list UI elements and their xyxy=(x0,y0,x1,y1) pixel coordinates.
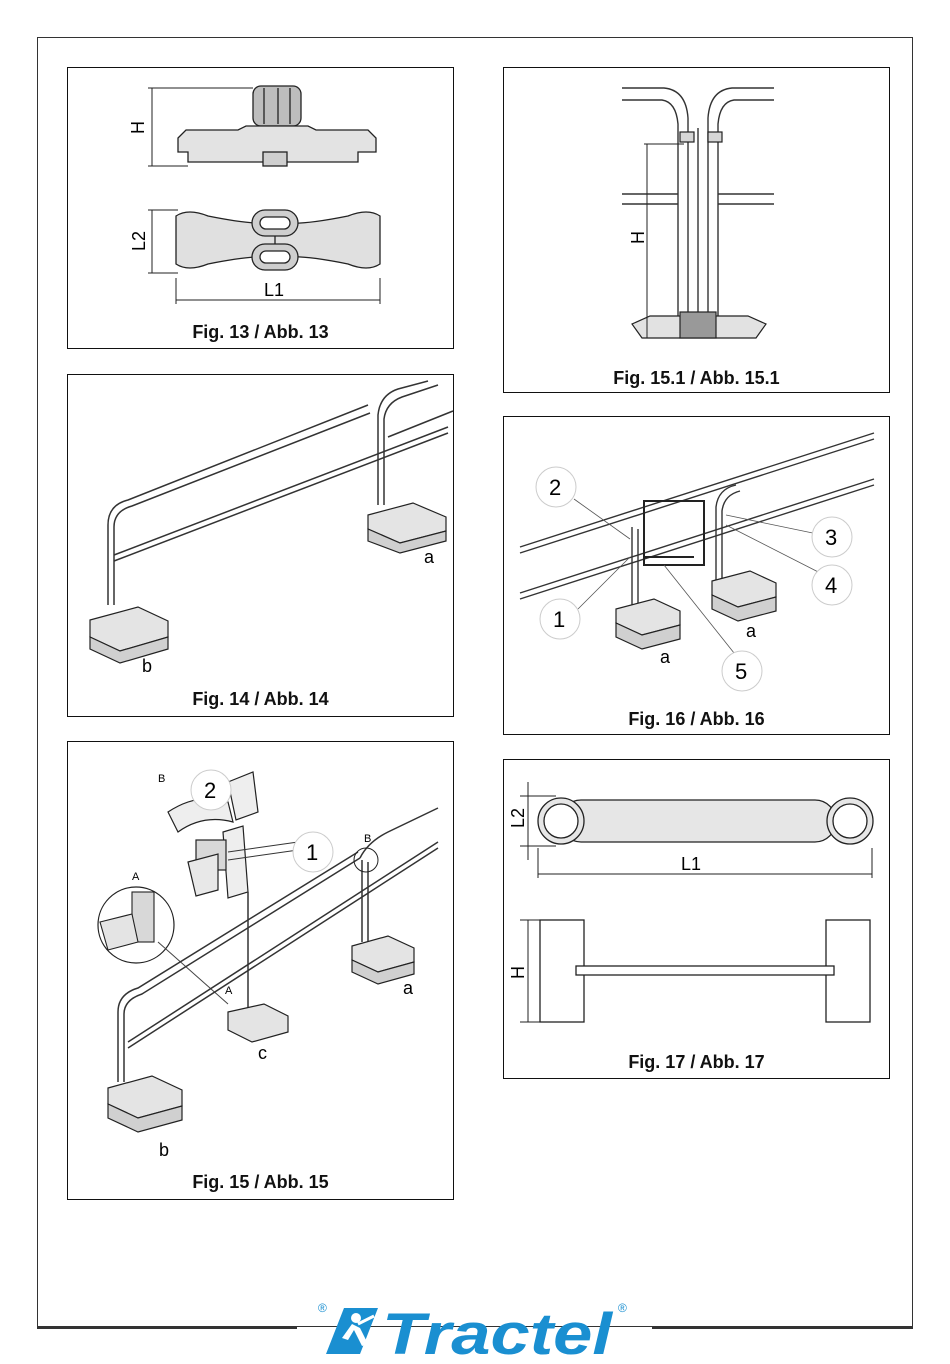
callout-4: 4 xyxy=(825,573,837,598)
registered-mark-right: ® xyxy=(618,1301,627,1315)
figure-15-drawing: B 2 1 A B A a b xyxy=(68,742,455,1201)
climber-icon xyxy=(326,1308,378,1354)
rail-a-label: A xyxy=(225,985,233,997)
figure-16-panel: 2 1 3 4 5 a a Fig. 16 / Abb. 16 xyxy=(503,416,890,735)
figure-13-panel: H L2 L1 Fig. 13 / Abb. 13 xyxy=(67,67,454,349)
figure-17-drawing: L2 L1 H xyxy=(504,760,891,1080)
figure-15-panel: B 2 1 A B A a b xyxy=(67,741,454,1200)
label-b: b xyxy=(142,656,152,676)
dim-l1-label: L1 xyxy=(264,280,284,300)
label-c: c xyxy=(258,1043,267,1063)
detail-b-label: B xyxy=(158,773,165,785)
figure-14-panel: a b Fig. 14 / Abb. 14 xyxy=(67,374,454,717)
registered-mark-left: ® xyxy=(318,1301,327,1315)
figure-14-drawing: a b xyxy=(68,375,455,718)
figure-15-1-drawing: H xyxy=(504,68,891,394)
callout-1: 1 xyxy=(553,607,565,632)
footer-rule-left xyxy=(37,1327,297,1329)
figure-15-1-caption: Fig. 15.1 / Abb. 15.1 xyxy=(504,368,889,389)
callout-5: 5 xyxy=(735,659,747,684)
rail-b-label: B xyxy=(364,833,371,845)
label-a: a xyxy=(424,547,435,567)
brand-name: Tractel xyxy=(382,1302,614,1360)
label-a-right: a xyxy=(746,621,757,641)
detail-a-label: A xyxy=(132,871,140,883)
label-b: b xyxy=(159,1140,169,1160)
figure-13-drawing: H L2 L1 xyxy=(68,68,455,350)
figure-17-panel: L2 L1 H Fig. 17 / Abb. 17 xyxy=(503,759,890,1079)
figure-13-caption: Fig. 13 / Abb. 13 xyxy=(68,322,453,343)
callout-1: 1 xyxy=(306,840,318,865)
callout-3: 3 xyxy=(825,525,837,550)
figure-17-caption: Fig. 17 / Abb. 17 xyxy=(504,1052,889,1073)
dim-h-label: H xyxy=(508,966,528,979)
figure-15-1-panel: H Fig. 15.1 / Abb. 15.1 xyxy=(503,67,890,393)
callout-2: 2 xyxy=(549,475,561,500)
figure-16-drawing: 2 1 3 4 5 a a xyxy=(504,417,891,736)
dim-l1-label: L1 xyxy=(681,854,701,874)
dim-l2-label: L2 xyxy=(129,231,149,251)
callout-2: 2 xyxy=(204,778,216,803)
dim-h-label: H xyxy=(628,231,648,244)
footer-rule-right xyxy=(652,1327,913,1329)
label-a: a xyxy=(403,978,414,998)
figure-16-caption: Fig. 16 / Abb. 16 xyxy=(504,709,889,730)
dim-h-label: H xyxy=(128,121,148,134)
figure-15-caption: Fig. 15 / Abb. 15 xyxy=(68,1172,453,1193)
figure-14-caption: Fig. 14 / Abb. 14 xyxy=(68,689,453,710)
dim-l2-label: L2 xyxy=(508,808,528,828)
label-a-left: a xyxy=(660,647,671,667)
tractel-logo: ® Tractel ® xyxy=(318,1298,630,1360)
